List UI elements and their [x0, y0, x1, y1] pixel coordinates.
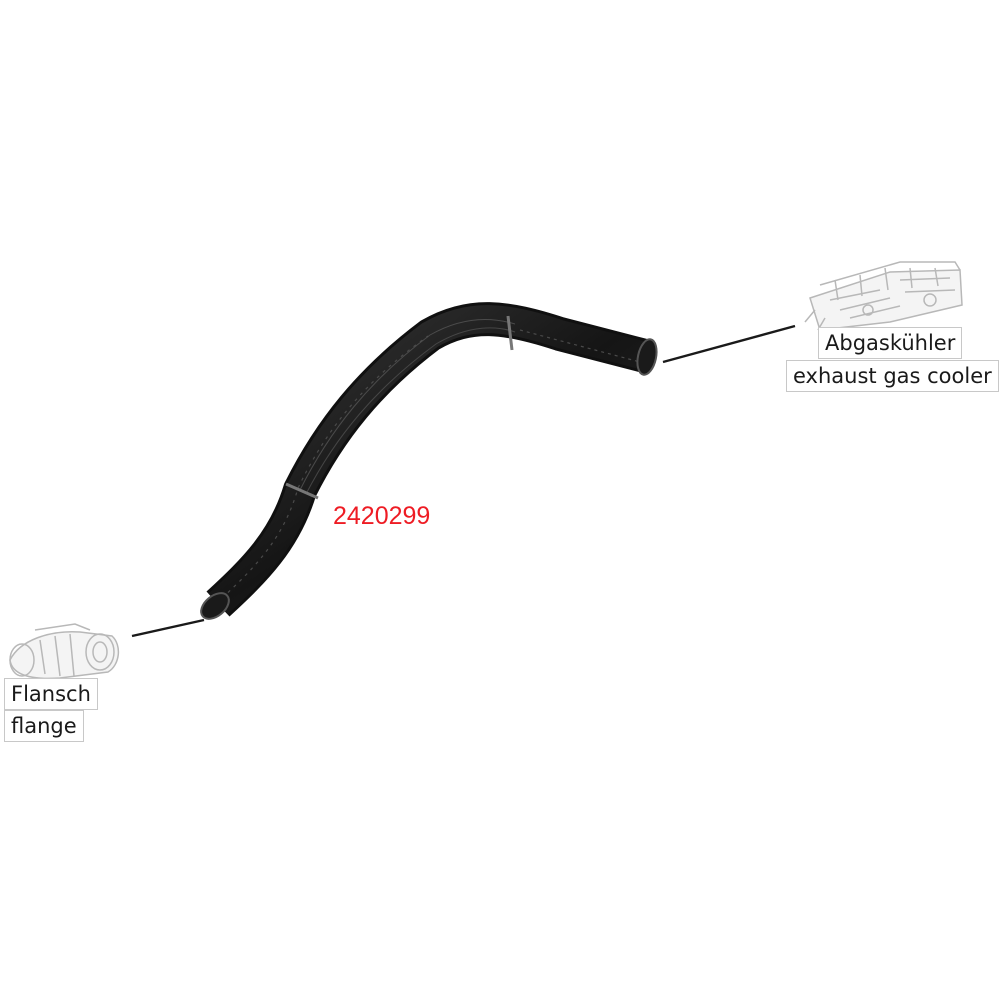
exhaust-gas-cooler-sketch-icon: [804, 261, 963, 331]
leader-line-flange: [131, 618, 205, 638]
flange-sketch-icon: [9, 623, 120, 680]
exhaust-cooler-label-de: Abgaskühler: [818, 327, 963, 359]
exhaust-cooler-label-en: exhaust gas cooler: [786, 360, 999, 392]
part-number: 2420299: [333, 502, 431, 530]
flange-label-en: flange: [4, 710, 84, 742]
coolant-hose: [200, 302, 658, 620]
flange-label-de: Flansch: [4, 678, 98, 710]
leader-line-exhaust-cooler: [662, 324, 796, 364]
